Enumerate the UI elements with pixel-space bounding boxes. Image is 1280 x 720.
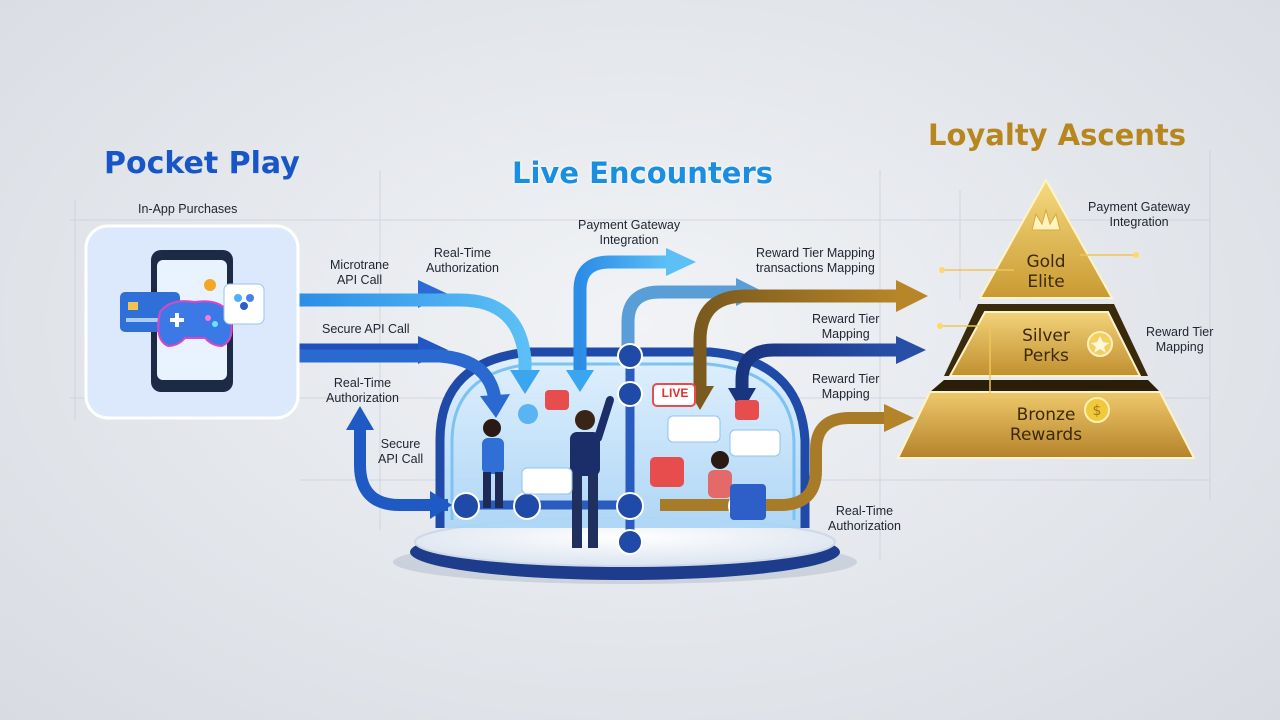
tier-line: Bronze bbox=[1016, 405, 1076, 425]
label-line: Authorization bbox=[326, 391, 399, 405]
tier-silver: Silver Perks bbox=[1008, 326, 1084, 366]
label-reward-tier-right: Reward Tier Mapping bbox=[1146, 325, 1213, 355]
tier-line: Elite bbox=[1027, 272, 1065, 292]
flow-arrows-gold bbox=[660, 280, 928, 511]
label-realtime-authorization-top: Real-Time Authorization bbox=[426, 246, 499, 276]
people-illustration bbox=[482, 396, 766, 548]
tier-bronze: Bronze Rewards bbox=[996, 405, 1096, 445]
label-line: Reward Tier bbox=[812, 372, 880, 386]
phone-illustration bbox=[84, 224, 300, 420]
label-line: Reward Tier Mapping bbox=[756, 246, 875, 260]
section-title-live-encounters: Live Encounters bbox=[512, 156, 774, 190]
tier-line: Silver bbox=[1022, 326, 1070, 346]
label-reward-tier-low: Reward Tier Mapping bbox=[812, 372, 879, 402]
subtitle-in-app-purchases: In-App Purchases bbox=[138, 202, 238, 216]
label-line: Microtrane bbox=[330, 258, 390, 272]
label-secure-api-call-2: Secure API Call bbox=[378, 437, 423, 467]
flow-arrows-blue bbox=[298, 248, 764, 540]
label-line: Integration bbox=[1109, 215, 1169, 229]
star-badge-icon bbox=[1087, 331, 1113, 357]
label-line: transactions Mapping bbox=[756, 261, 875, 275]
label-payment-gateway-center: Payment Gateway Integration bbox=[578, 218, 680, 248]
social-bubbles bbox=[518, 383, 781, 495]
section-title-loyalty-ascents: Loyalty Ascents bbox=[928, 118, 1187, 152]
label-line: Authorization bbox=[426, 261, 499, 275]
label-line: Secure bbox=[380, 437, 421, 451]
label-reward-tier-top: Reward Tier Mapping transactions Mapping bbox=[756, 246, 875, 276]
tier-line: Rewards bbox=[1009, 425, 1083, 445]
tier-line: Gold bbox=[1026, 252, 1066, 272]
label-line: Real-Time bbox=[433, 246, 492, 260]
tier-line: Perks bbox=[1023, 346, 1069, 366]
label-realtime-authorization-left: Real-Time Authorization bbox=[326, 376, 399, 406]
label-line: API Call bbox=[336, 273, 383, 287]
label-microtrane-api-call: Microtrane API Call bbox=[330, 258, 389, 288]
label-secure-api-call: Secure API Call bbox=[322, 322, 410, 337]
label-line: Mapping bbox=[821, 387, 870, 401]
label-payment-gateway-right: Payment Gateway Integration bbox=[1088, 200, 1190, 230]
loyalty-pyramid: $ bbox=[896, 177, 1196, 459]
label-line: Authorization bbox=[828, 519, 901, 533]
label-line: Secure API Call bbox=[322, 322, 410, 336]
section-title-pocket-play: Pocket Play bbox=[104, 146, 300, 181]
label-line: Integration bbox=[599, 233, 659, 247]
live-badge: LIVE bbox=[661, 386, 689, 400]
label-line: Reward Tier bbox=[1146, 325, 1214, 339]
label-line: Reward Tier bbox=[812, 312, 880, 326]
tier-gold: Gold Elite bbox=[1016, 252, 1076, 292]
label-line: Mapping bbox=[1155, 340, 1204, 354]
label-line: API Call bbox=[378, 452, 424, 466]
crown-icon bbox=[1031, 208, 1061, 231]
label-realtime-authorization-bottom: Real-Time Authorization bbox=[828, 504, 901, 534]
label-reward-tier-mid: Reward Tier Mapping bbox=[812, 312, 879, 342]
label-line: Payment Gateway bbox=[1088, 200, 1191, 214]
label-line: Mapping bbox=[821, 327, 870, 341]
label-line: Real-Time bbox=[333, 376, 392, 390]
coin-icon: $ bbox=[1084, 397, 1110, 423]
svg-text:$: $ bbox=[1093, 403, 1102, 419]
label-line: Real-Time bbox=[835, 504, 894, 518]
label-line: Payment Gateway bbox=[578, 218, 681, 232]
